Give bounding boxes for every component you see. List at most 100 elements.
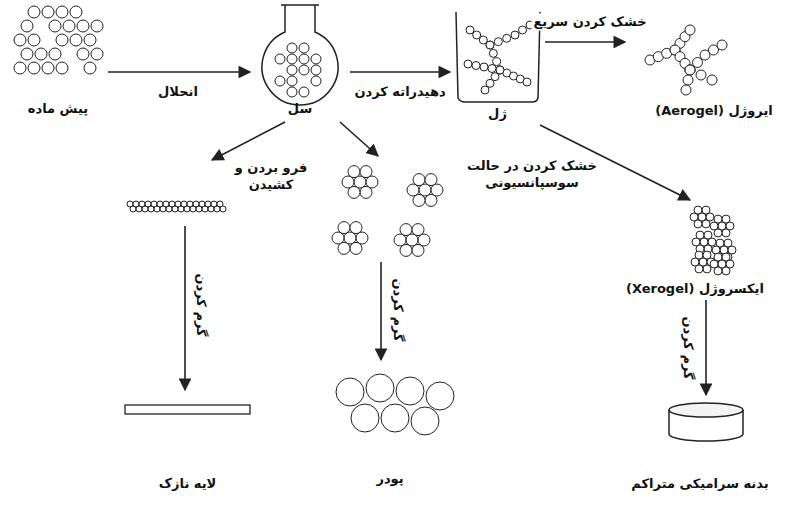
particle — [299, 87, 309, 97]
particle — [56, 62, 68, 74]
particle — [486, 41, 494, 49]
stage-node: بدنه سرامیکی متراکم — [600, 395, 800, 495]
stage-label: بدنه سرامیکی متراکم — [631, 476, 768, 491]
particle — [84, 62, 96, 74]
particle — [275, 76, 285, 86]
particle — [70, 34, 82, 46]
arrow-label: دهیدراته کردن — [352, 84, 447, 101]
particle — [14, 34, 26, 46]
particle — [21, 20, 33, 32]
particle — [494, 38, 502, 46]
particle — [685, 65, 695, 75]
particle — [35, 48, 47, 60]
particle — [426, 382, 454, 410]
particle — [287, 87, 297, 97]
flow-arrow — [212, 122, 285, 160]
particle — [14, 62, 26, 74]
stage-label: پودر — [376, 471, 403, 486]
flow-arrow — [184, 226, 186, 390]
precursor-particles — [14, 6, 103, 74]
particle — [287, 43, 297, 53]
particle — [722, 229, 730, 237]
particle — [336, 378, 364, 406]
process-arrow — [545, 41, 625, 43]
particle — [366, 374, 394, 402]
particle — [287, 76, 297, 86]
stage-label: ایکسروژل (Xerogel) — [626, 281, 764, 296]
arrow-label: خشک کردن سریع — [531, 14, 648, 31]
flow-arrow — [340, 122, 378, 156]
particle — [287, 65, 297, 75]
particle — [703, 265, 711, 273]
flow-arrow — [380, 262, 382, 360]
particle — [489, 49, 497, 57]
sol-particles — [275, 43, 321, 97]
stage-node: پودر — [320, 365, 460, 490]
particle — [683, 75, 693, 85]
gel-network — [464, 21, 534, 94]
particle — [77, 20, 89, 32]
stage-node: ایکسروژل (Xerogel) — [615, 200, 775, 300]
particle — [519, 26, 527, 34]
particle — [716, 239, 724, 247]
process-note: فرو بردن و کشیدن — [228, 160, 314, 194]
particle — [348, 166, 360, 178]
particle — [350, 242, 362, 254]
particle — [311, 65, 321, 75]
particle — [486, 41, 494, 49]
process-note: خشک کردن در حالت سوسپانسیونی — [465, 158, 599, 192]
particle — [350, 222, 362, 234]
particle — [523, 78, 531, 86]
particle — [56, 34, 68, 46]
particle — [220, 206, 226, 212]
arrow-label: انحلال — [156, 84, 200, 101]
particle — [685, 65, 695, 75]
particle — [311, 76, 321, 86]
particle — [49, 20, 61, 32]
particle — [696, 70, 706, 80]
particle — [704, 231, 712, 239]
particle — [481, 86, 489, 94]
particle — [42, 62, 54, 74]
particle — [464, 60, 472, 68]
stage-label: پیش ماده — [28, 101, 88, 116]
particle — [28, 6, 40, 18]
particle — [694, 206, 702, 214]
particle — [338, 222, 350, 234]
particle — [714, 253, 722, 261]
particle — [707, 75, 717, 85]
particle — [91, 20, 103, 32]
particle — [693, 58, 703, 68]
particle — [381, 404, 409, 432]
particle — [695, 251, 703, 259]
xerogel-stack — [690, 206, 736, 275]
particle — [91, 48, 103, 60]
aerogel-network — [645, 25, 727, 95]
particle — [724, 239, 732, 247]
powder-grains — [336, 374, 454, 435]
particle — [511, 31, 519, 39]
particle — [56, 6, 68, 18]
process-arrow — [350, 71, 450, 73]
particle — [703, 251, 711, 259]
particle — [275, 54, 285, 64]
particle — [696, 231, 704, 239]
stage-node: پیش ماده — [8, 2, 108, 120]
particle — [411, 407, 439, 435]
stage-label: سل — [288, 101, 312, 116]
particle — [299, 54, 309, 64]
particle — [412, 244, 424, 256]
particle — [400, 224, 412, 236]
particle — [480, 63, 488, 71]
particle — [28, 34, 40, 46]
particle — [722, 215, 730, 223]
particle — [299, 65, 309, 75]
particle — [425, 174, 437, 186]
particle — [351, 404, 379, 432]
particle — [412, 224, 424, 236]
dip-coating-layer — [127, 201, 226, 212]
particle — [685, 65, 695, 75]
